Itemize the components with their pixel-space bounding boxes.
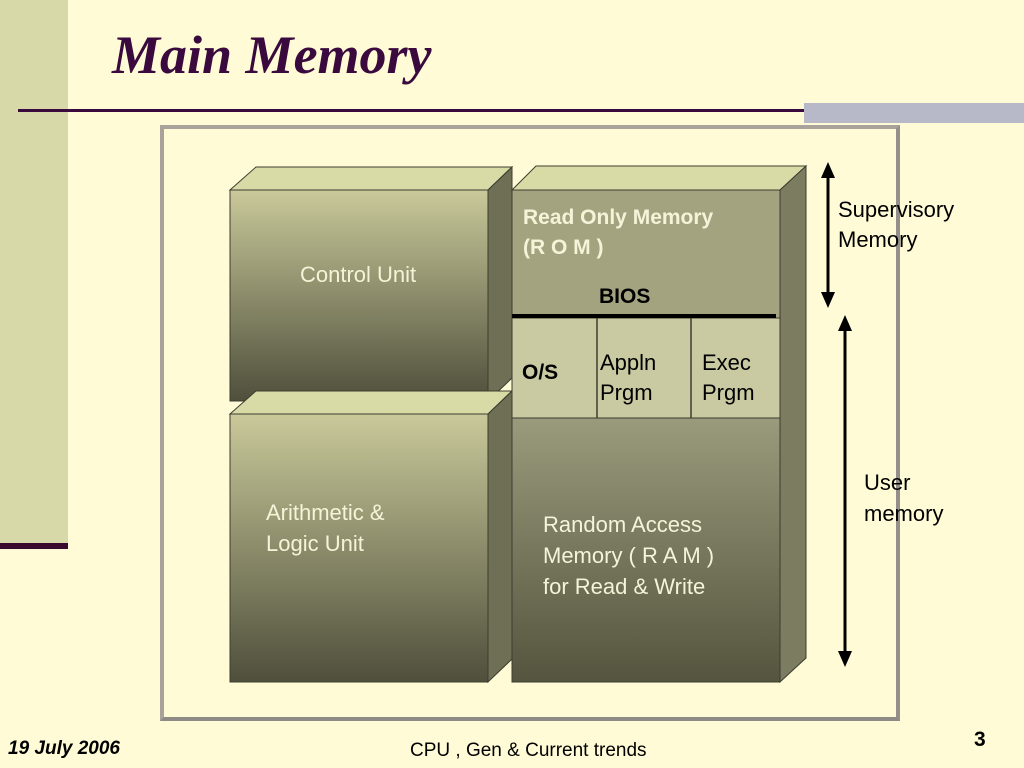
user-memory-arrow [838, 315, 852, 667]
footer-date: 19 July 2006 [8, 738, 120, 759]
supervisory-label-line2: Memory [838, 227, 918, 252]
header-accent-bar [804, 103, 1024, 123]
ram-label-line2: Memory ( R A M ) [543, 543, 715, 568]
alu-block [228, 389, 514, 684]
supervisory-arrow [821, 162, 835, 308]
os-label: O/S [522, 361, 559, 384]
page-number: 3 [974, 728, 986, 751]
alu-label-line1: Arithmetic & [266, 500, 385, 525]
bios-label: BIOS [599, 285, 651, 308]
left-accent-band [0, 0, 68, 545]
slide-title: Main Memory [112, 25, 432, 85]
alu-label-line2: Logic Unit [266, 531, 364, 556]
title-rule [18, 109, 804, 112]
left-accent-band-foot [0, 543, 68, 549]
user-memory-label-line1: User [864, 470, 911, 495]
ram-label-line1: Random Access [543, 512, 702, 537]
exec-label-line2: Prgm [702, 380, 755, 405]
footer-caption: CPU , Gen & Current trends [410, 740, 647, 761]
rom-label-line2: (R O M ) [523, 236, 604, 259]
appln-label-line1: Appln [600, 350, 657, 375]
user-memory-label-line2: memory [864, 501, 944, 526]
rom-label-line1: Read Only Memory [523, 206, 714, 229]
ram-label-line3: for Read & Write [543, 574, 706, 599]
memory-block [510, 164, 808, 684]
control-unit-block [228, 165, 514, 403]
supervisory-label-line1: Supervisory [838, 197, 955, 222]
diagram-frame [160, 125, 900, 721]
appln-label-line2: Prgm [600, 380, 653, 405]
exec-label-line1: Exec [702, 350, 751, 375]
control-unit-label: Control Unit [300, 262, 417, 287]
